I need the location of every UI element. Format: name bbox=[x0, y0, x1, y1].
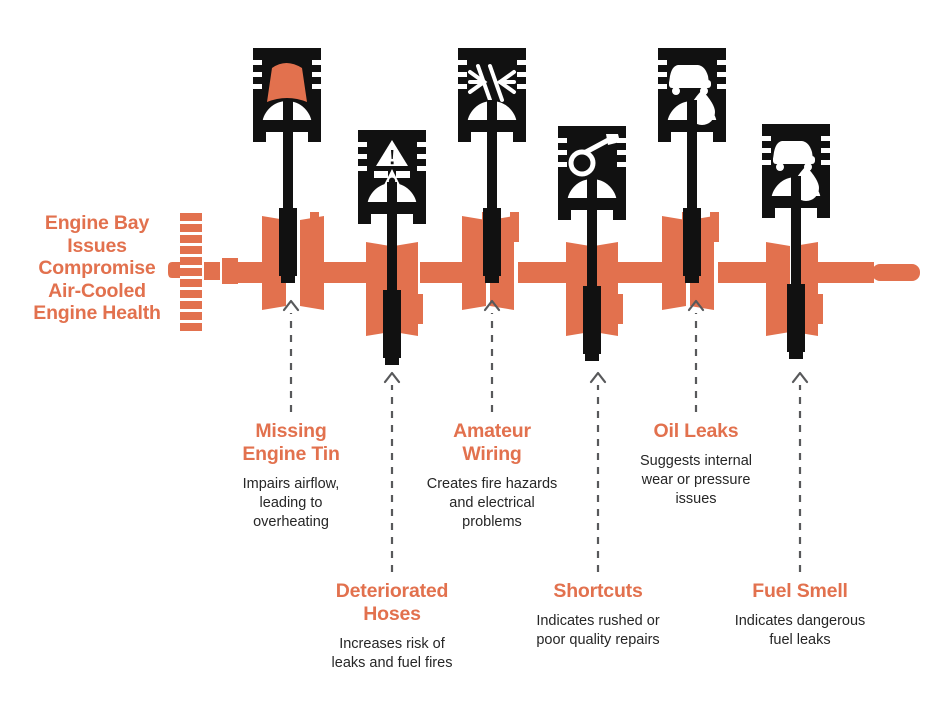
callout-desc-line-1: Increases risk of bbox=[339, 636, 445, 652]
callout-description: Increases risk of leaks and fuel fires bbox=[306, 635, 478, 673]
callout-desc-line-2: leading to bbox=[259, 495, 323, 511]
callout-missing-engine-tin: Missing Engine Tin Impairs airflow, lead… bbox=[208, 420, 374, 532]
piston-fuel-smell bbox=[762, 124, 830, 359]
piston-oil-leaks bbox=[658, 48, 726, 283]
callout-desc-line-2: wear or pressure bbox=[641, 472, 751, 488]
callout-title-line-2: Engine Tin bbox=[242, 443, 340, 465]
callout-oil-leaks: Oil Leaks Suggests internal wear or pres… bbox=[612, 420, 780, 509]
callout-title-line-1: Fuel Smell bbox=[752, 580, 848, 602]
page-title-line-5: Engine Health bbox=[33, 302, 161, 324]
page-title: Engine Bay Issues Compromise Air-Cooled … bbox=[14, 212, 180, 325]
callout-shortcuts: Shortcuts Indicates rushed or poor quali… bbox=[512, 580, 684, 650]
callout-title-line-1: Missing bbox=[255, 420, 327, 442]
callout-title-line-2: Wiring bbox=[462, 443, 522, 465]
callout-title-line-1: Oil Leaks bbox=[653, 420, 739, 442]
callout-title-line-1: Shortcuts bbox=[553, 580, 643, 602]
callout-desc-line-1: Suggests internal bbox=[639, 453, 753, 469]
callout-deteriorated-hoses: Deteriorated Hoses Increases risk of lea… bbox=[306, 580, 478, 673]
crankshaft-body bbox=[232, 212, 920, 336]
leader-arrow-6 bbox=[791, 371, 809, 384]
callout-fuel-smell: Fuel Smell Indicates dangerous fuel leak… bbox=[714, 580, 886, 650]
leader-arrow-5 bbox=[687, 299, 705, 312]
tangled-wires-glyph bbox=[468, 64, 516, 102]
callout-desc-line-2: leaks and fuel fires bbox=[331, 655, 453, 671]
callout-description: Indicates dangerous fuel leaks bbox=[714, 612, 886, 650]
callout-title-line-2: Hoses bbox=[363, 603, 421, 625]
callout-desc-line-2: poor quality repairs bbox=[536, 632, 660, 648]
callout-desc-line-3: issues bbox=[675, 491, 717, 507]
piston-amateur-wiring bbox=[458, 48, 526, 283]
callout-desc-line-1: Indicates dangerous bbox=[734, 613, 866, 629]
leader-arrow-4 bbox=[589, 371, 607, 384]
callout-title: Missing Engine Tin bbox=[208, 420, 374, 466]
callout-title: Deteriorated Hoses bbox=[306, 580, 478, 626]
callout-description: Indicates rushed or poor quality repairs bbox=[512, 612, 684, 650]
callout-title-line-1: Deteriorated bbox=[335, 580, 449, 602]
callout-amateur-wiring: Amateur Wiring Creates fire hazards and … bbox=[406, 420, 578, 532]
page-title-line-2: Issues bbox=[67, 234, 127, 257]
callout-description: Creates fire hazards and electrical prob… bbox=[406, 475, 578, 532]
car-glyph bbox=[669, 65, 711, 95]
page-title-line-4: Air-Cooled bbox=[48, 279, 146, 302]
callout-title: Amateur Wiring bbox=[406, 420, 578, 466]
callout-desc-line-3: problems bbox=[462, 514, 522, 530]
callout-desc-line-3: overheating bbox=[253, 514, 329, 530]
page-title-line-1: Engine Bay bbox=[44, 212, 150, 234]
callout-title-line-1: Amateur bbox=[453, 420, 531, 442]
piston-missing-engine-tin bbox=[253, 48, 321, 283]
piston-shortcuts bbox=[558, 126, 626, 361]
callout-title: Shortcuts bbox=[512, 580, 684, 603]
leader-arrow-1 bbox=[282, 299, 300, 312]
car-glyph bbox=[773, 141, 815, 171]
leader-arrow-3 bbox=[483, 299, 501, 312]
callout-desc-line-2: fuel leaks bbox=[769, 632, 831, 648]
leader-arrow-2 bbox=[383, 371, 401, 384]
callout-title: Fuel Smell bbox=[714, 580, 886, 603]
callout-desc-line-1: Creates fire hazards bbox=[426, 476, 558, 492]
flame-glyph bbox=[267, 63, 307, 102]
callout-desc-line-1: Impairs airflow, bbox=[242, 476, 340, 492]
piston-deteriorated-hoses bbox=[358, 130, 426, 365]
callout-description: Impairs airflow, leading to overheating bbox=[208, 475, 374, 532]
leader-lines bbox=[282, 299, 809, 572]
page-title-line-3: Compromise bbox=[38, 257, 156, 279]
callout-desc-line-1: Indicates rushed or bbox=[536, 613, 660, 629]
callout-description: Suggests internal wear or pressure issue… bbox=[612, 452, 780, 509]
callout-desc-line-2: and electrical bbox=[449, 495, 535, 511]
callout-title: Oil Leaks bbox=[612, 420, 780, 443]
